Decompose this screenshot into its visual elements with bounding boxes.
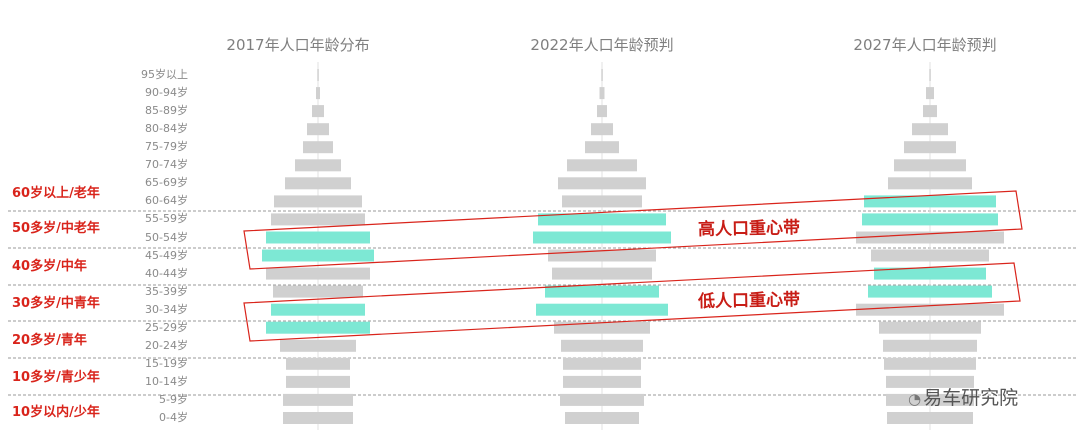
population-bar bbox=[879, 321, 981, 334]
population-bar bbox=[274, 195, 362, 208]
age-tick-label: 25-29岁 bbox=[145, 320, 188, 334]
population-bar bbox=[271, 213, 365, 226]
population-bar bbox=[563, 357, 641, 370]
population-bar bbox=[585, 141, 619, 154]
highlight-bar bbox=[536, 303, 668, 316]
population-bar bbox=[303, 141, 333, 154]
age-tick-label: 95岁以上 bbox=[141, 68, 188, 81]
population-bar bbox=[886, 393, 974, 406]
group-label-50s: 50多岁/中老年 bbox=[12, 221, 100, 236]
age-tick-label: 85-89岁 bbox=[145, 104, 188, 118]
age-tick-label: 20-24岁 bbox=[145, 338, 188, 352]
population-bar bbox=[912, 123, 948, 136]
population-bar bbox=[563, 375, 641, 388]
population-bar bbox=[286, 357, 350, 370]
population-bar bbox=[599, 87, 605, 100]
highlight-bar bbox=[864, 195, 996, 208]
population-bar bbox=[312, 105, 324, 118]
highlight-bar bbox=[545, 285, 659, 298]
group-label-40s: 40多岁/中年 bbox=[12, 259, 87, 274]
age-tick-label: 45-49岁 bbox=[145, 248, 188, 262]
population-bar bbox=[565, 412, 639, 424]
chart-title-2022: 2022年人口年龄预判 bbox=[530, 36, 674, 54]
highlight-bar bbox=[533, 231, 671, 244]
group-label-20s: 20多岁/青年 bbox=[12, 333, 87, 348]
age-tick-label: 80-84岁 bbox=[145, 122, 188, 136]
group-label-30s: 30多岁/中青年 bbox=[12, 296, 100, 311]
population-bar bbox=[285, 177, 351, 190]
population-bar bbox=[561, 339, 643, 352]
population-bar bbox=[601, 69, 603, 81]
population-bar bbox=[554, 321, 650, 334]
age-tick-label: 0-4岁 bbox=[159, 410, 188, 424]
population-bar bbox=[567, 159, 637, 172]
population-bar bbox=[856, 231, 1004, 244]
chart-title-2017: 2017年人口年龄分布 bbox=[226, 36, 370, 54]
age-tick-label: 10-14岁 bbox=[145, 374, 188, 388]
highlight-bar bbox=[262, 249, 374, 262]
group-label-under-10: 10岁以内/少年 bbox=[12, 405, 100, 420]
population-bar bbox=[883, 339, 977, 352]
population-bar bbox=[560, 393, 644, 406]
population-bar bbox=[904, 141, 956, 154]
population-bar bbox=[558, 177, 646, 190]
population-bar bbox=[926, 87, 934, 100]
age-tick-label: 90-94岁 bbox=[145, 86, 188, 99]
wechat-icon: ◔ bbox=[908, 390, 922, 408]
population-bar bbox=[295, 159, 341, 172]
highlight-bar bbox=[868, 285, 992, 298]
age-tick-label: 50-54岁 bbox=[145, 230, 188, 244]
highlight-bar bbox=[538, 213, 666, 226]
high-band-label: 高人口重心带 bbox=[697, 218, 801, 240]
population-bar bbox=[286, 375, 350, 388]
population-bar bbox=[280, 339, 356, 352]
low-center-band bbox=[243, 262, 1021, 342]
population-bar bbox=[597, 105, 607, 118]
age-tick-label: 5-9岁 bbox=[159, 392, 188, 406]
population-bar bbox=[888, 177, 972, 190]
low-band-label: 低人口重心带 bbox=[697, 290, 801, 312]
group-label-senior: 60岁以上/老年 bbox=[12, 186, 100, 201]
population-bar bbox=[307, 123, 329, 136]
chart-title-2027: 2027年人口年龄预判 bbox=[853, 36, 997, 54]
brand-watermark: ◔易车研究院 bbox=[908, 383, 1018, 410]
population-bar bbox=[856, 303, 1004, 316]
high-center-band bbox=[243, 190, 1023, 270]
population-bar bbox=[273, 285, 363, 298]
highlight-bar bbox=[874, 267, 986, 280]
population-bar bbox=[886, 375, 974, 388]
highlight-bar bbox=[266, 321, 370, 334]
age-tick-label: 35-39岁 bbox=[145, 284, 188, 298]
population-bar bbox=[552, 267, 652, 280]
highlight-bar bbox=[271, 303, 365, 316]
population-bar bbox=[591, 123, 613, 136]
age-tick-label: 75-79岁 bbox=[145, 140, 188, 154]
population-bar bbox=[283, 393, 353, 406]
brand-name: 易车研究院 bbox=[923, 387, 1019, 409]
population-bar bbox=[562, 195, 642, 208]
age-tick-label: 30-34岁 bbox=[145, 302, 188, 316]
highlight-bar bbox=[862, 213, 998, 226]
population-bar bbox=[871, 249, 989, 262]
population-bar bbox=[283, 412, 353, 424]
age-tick-label: 55-59岁 bbox=[145, 212, 188, 226]
population-bar bbox=[929, 69, 931, 81]
age-tick-label: 65-69岁 bbox=[145, 176, 188, 190]
age-tick-label: 40-44岁 bbox=[145, 266, 188, 280]
population-bar bbox=[894, 159, 966, 172]
age-tick-label: 70-74岁 bbox=[145, 158, 188, 172]
group-label-10s: 10多岁/青少年 bbox=[12, 370, 100, 385]
population-bar bbox=[887, 412, 973, 424]
population-bar bbox=[317, 69, 319, 81]
highlight-bar bbox=[266, 231, 370, 244]
age-tick-label: 15-19岁 bbox=[145, 356, 188, 370]
age-tick-label: 60-64岁 bbox=[145, 194, 188, 208]
population-bar bbox=[923, 105, 937, 118]
population-bar bbox=[266, 267, 370, 280]
population-bar bbox=[884, 357, 976, 370]
population-bar bbox=[316, 87, 320, 100]
